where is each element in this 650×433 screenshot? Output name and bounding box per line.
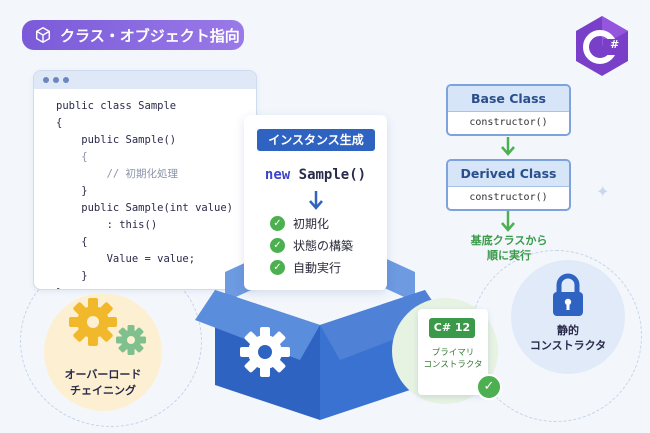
static-circle <box>511 260 625 374</box>
code-block: public class Sample { public Sample() { … <box>34 89 256 289</box>
code-line: } <box>56 287 62 289</box>
down-arrow-icon <box>501 211 515 232</box>
code-line: public class Sample <box>56 100 177 112</box>
execution-order-note: 基底クラスから 順に実行 <box>470 234 548 262</box>
down-arrow-icon <box>309 191 323 210</box>
code-line: } <box>56 270 88 282</box>
step-item: ✓状態の構築 <box>270 237 353 254</box>
sparkle-icon: ✦ <box>596 182 610 201</box>
derived-class-box: Derived Class constructor() <box>446 159 571 211</box>
code-line: { <box>56 236 88 248</box>
step-item: ✓自動実行 <box>270 259 341 276</box>
window-titlebar <box>34 71 256 89</box>
logo-text: # <box>610 38 619 51</box>
instance-card: インスタンス生成 new Sample() ✓初期化 ✓状態の構築 ✓自動実行 <box>244 115 387 290</box>
base-class-box: Base Class constructor() <box>446 84 571 136</box>
lock-icon <box>553 273 583 316</box>
gears-icon <box>69 298 146 355</box>
overload-label: オーバーロード チェイニング <box>64 368 142 397</box>
code-line: } <box>56 185 88 197</box>
code-line: { <box>56 117 63 129</box>
code-line: public Sample() <box>56 134 177 146</box>
check-icon: ✓ <box>270 260 285 275</box>
code-line: // 初期化処理 <box>56 168 179 180</box>
primary-label: プライマリ コンストラクタ <box>423 348 483 370</box>
base-class-member: constructor() <box>469 117 548 128</box>
window-dot <box>43 77 49 83</box>
check-icon: ✓ <box>270 238 285 253</box>
code-editor-window: public class Sample { public Sample() { … <box>33 70 257 290</box>
code-line: public Sample(int value) <box>56 202 234 214</box>
code-line: { <box>56 151 88 163</box>
step-item: ✓初期化 <box>270 215 329 232</box>
check-icon: ✓ <box>270 216 285 231</box>
derived-class-member: constructor() <box>469 192 548 203</box>
static-label: 静的 コンストラクタ <box>529 324 607 352</box>
code-line: : this() <box>56 219 158 231</box>
cube-icon <box>35 27 51 43</box>
window-dot <box>53 77 59 83</box>
code-line: Value = value; <box>56 253 196 265</box>
gear-icon <box>240 327 290 377</box>
csharp-logo-icon: # <box>576 16 628 76</box>
inherit-arrow-icon <box>501 137 515 156</box>
instance-call: Sample() <box>298 167 367 183</box>
topic-badge: クラス・オブジェクト指向 <box>22 20 244 50</box>
base-class-name: Base Class <box>448 86 569 112</box>
check-icon: ✓ <box>476 374 502 400</box>
instance-code: new Sample() <box>264 167 367 183</box>
derived-class-name: Derived Class <box>448 161 569 187</box>
instance-title: インスタンス生成 <box>257 129 375 151</box>
window-dot <box>63 77 69 83</box>
csharp12-badge: C# 12 <box>429 318 475 338</box>
topic-label: クラス・オブジェクト指向 <box>60 26 240 45</box>
